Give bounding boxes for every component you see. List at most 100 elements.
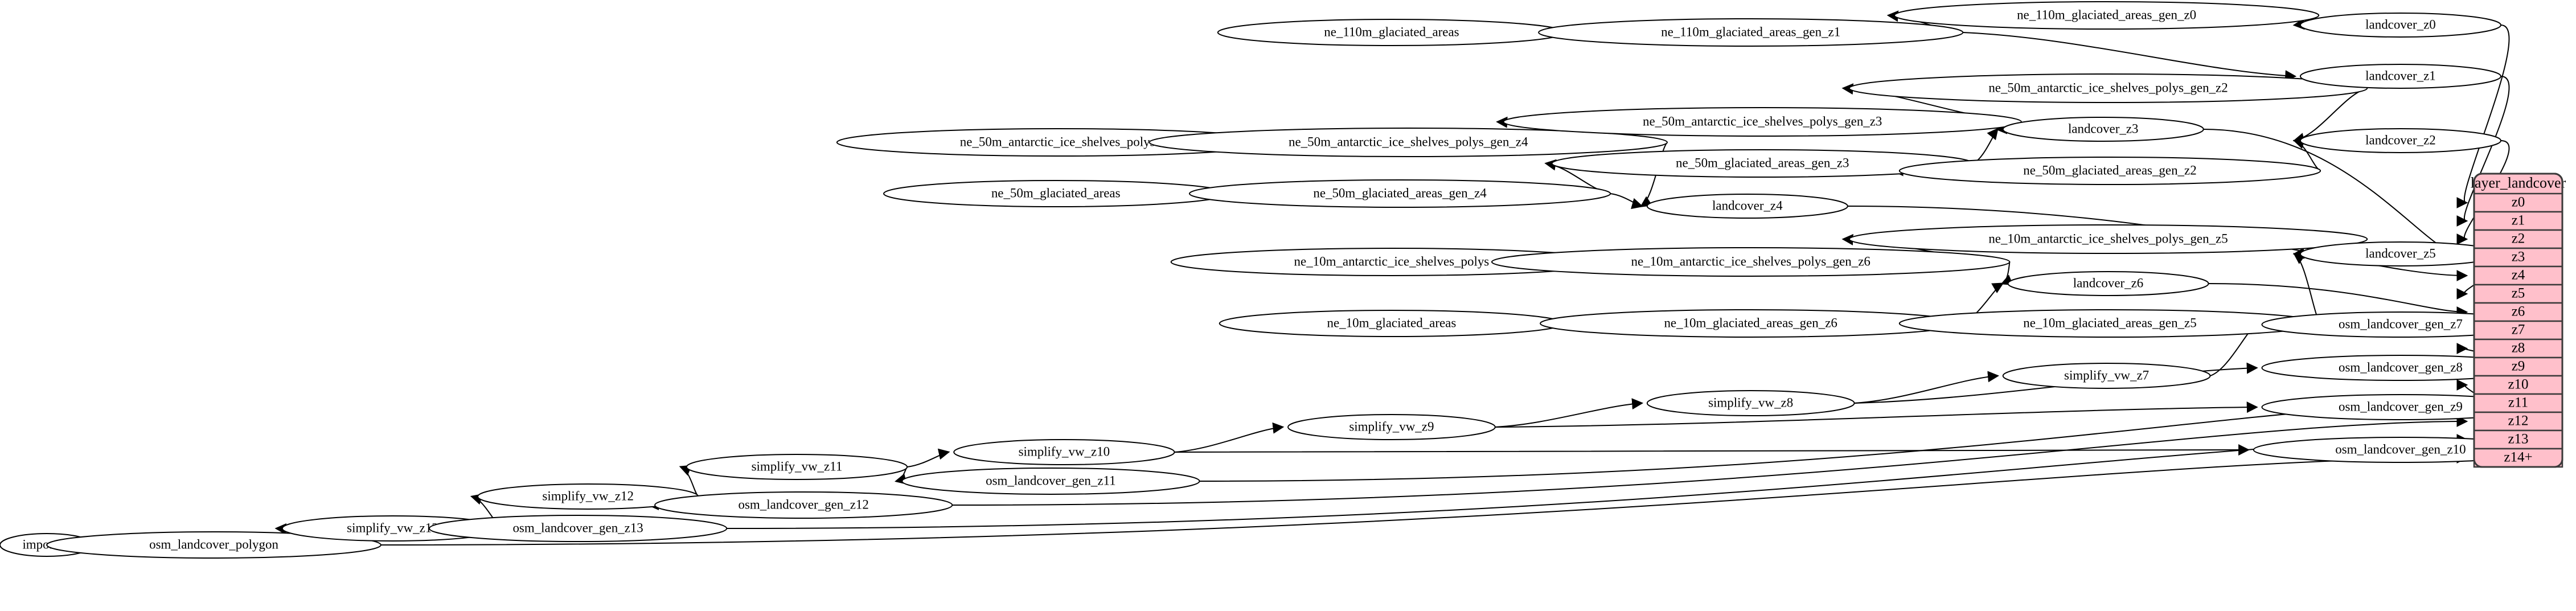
graph-node-osm_landcover_gen_z13[interactable]: osm_landcover_gen_z13 — [429, 515, 728, 542]
layer-table-row-z7[interactable] — [2473, 320, 2563, 341]
layer-table-row-z10[interactable] — [2473, 375, 2563, 395]
graph-edge-simplify_vw_z8--to--simplify_vw_z7 — [1854, 371, 2000, 404]
graph-node-ne_50m_glaciated_areas_gen_z2[interactable]: ne_50m_glaciated_areas_gen_z2 — [1898, 157, 2321, 185]
graph-node-ne_50m_antarctic_ice_shelves_polys_gen_z4[interactable]: ne_50m_antarctic_ice_shelves_polys_gen_z… — [1148, 128, 1668, 157]
node-shape — [953, 439, 1175, 465]
graph-edge-simplify_vw_z10--to--osm_landcover_gen_z10 — [1174, 444, 2250, 456]
graph-node-ne_50m_antarctic_ice_shelves_polys_gen_z2[interactable]: ne_50m_antarctic_ice_shelves_polys_gen_z… — [1848, 73, 2368, 103]
node-label: landcover_z6 — [2073, 276, 2144, 290]
graph-node-landcover_z5[interactable]: landcover_z5 — [2299, 241, 2501, 266]
node-label: osm_landcover_gen_z13 — [512, 520, 643, 535]
graph-node-ne_50m_antarctic_ice_shelves_polys_gen_z3[interactable]: ne_50m_antarctic_ice_shelves_polys_gen_z… — [1503, 107, 2022, 137]
node-label: ne_10m_antarctic_ice_shelves_polys_gen_z… — [1988, 231, 2228, 245]
graph-node-ne_110m_glaciated_areas_gen_z1[interactable]: ne_110m_glaciated_areas_gen_z1 — [1538, 18, 1964, 47]
graph-node-landcover_z4[interactable]: landcover_z4 — [1646, 194, 1848, 219]
node-shape — [1287, 414, 1496, 440]
layer-landcover-table: layer_landcoverz0z1z2z3z4z5z6z7z8z9z10z1… — [2471, 173, 2566, 468]
graph-node-simplify_vw_z9[interactable]: simplify_vw_z9 — [1287, 414, 1496, 440]
layer-table-cell-z6: z6 — [2512, 304, 2525, 319]
node-label: ne_50m_glaciated_areas — [991, 186, 1121, 200]
node-label: ne_50m_antarctic_ice_shelves_polys_gen_z… — [1988, 80, 2228, 95]
layer-table-cell-z10: z10 — [2508, 377, 2528, 392]
graph-edge-ne_50m_glaciated_areas_gen_z3--to--landcover_z3 — [1972, 128, 1999, 164]
graph-node-ne_110m_glaciated_areas[interactable]: ne_110m_glaciated_areas — [1217, 19, 1566, 46]
graph-node-ne_10m_antarctic_ice_shelves_polys_gen_z6[interactable]: ne_10m_antarctic_ice_shelves_polys_gen_z… — [1491, 247, 2011, 277]
graph-node-osm_landcover_gen_z9[interactable]: osm_landcover_gen_z9 — [2261, 394, 2540, 420]
node-shape — [1491, 247, 2011, 277]
node-label: simplify_vw_z9 — [1349, 419, 1434, 433]
node-shape — [654, 491, 953, 519]
graph-edge-osm_landcover_polygon--to--layer_landcover-z14+ — [380, 452, 2468, 546]
graph-node-osm_landcover_gen_z7[interactable]: osm_landcover_gen_z7 — [2261, 311, 2540, 338]
graph-node-landcover_z1[interactable]: landcover_z1 — [2299, 64, 2501, 89]
graph-node-osm_landcover_gen_z12[interactable]: osm_landcover_gen_z12 — [654, 491, 953, 519]
node-shape — [1893, 1, 2320, 30]
node-label: landcover_z2 — [2365, 133, 2436, 147]
graph-edge-simplify_vw_z9--to--simplify_vw_z8 — [1495, 398, 1644, 428]
layer-table-cell-z9: z9 — [2512, 359, 2525, 374]
graph-edge-ne_110m_glaciated_areas_gen_z1--to--landcover_z1 — [1963, 32, 2297, 82]
graph-node-osm_landcover_gen_z8[interactable]: osm_landcover_gen_z8 — [2261, 355, 2540, 381]
graph-node-ne_10m_glaciated_areas[interactable]: ne_10m_glaciated_areas — [1219, 310, 1565, 337]
layer-table-cell-z7: z7 — [2512, 322, 2525, 338]
graph-edge-osm_landcover_gen_z12--to--layer_landcover-z12 — [952, 416, 2468, 506]
node-label: ne_10m_antarctic_ice_shelves_polys_gen_z… — [1631, 254, 1870, 268]
node-label: ne_10m_glaciated_areas_gen_z5 — [2023, 315, 2196, 330]
node-label: ne_50m_glaciated_areas_gen_z4 — [1313, 186, 1487, 200]
layer-table-cell-z5: z5 — [2512, 286, 2525, 301]
graph-node-ne_10m_antarctic_ice_shelves_polys[interactable]: ne_10m_antarctic_ice_shelves_polys — [1170, 248, 1613, 276]
layer-table-cell-z13: z13 — [2508, 432, 2528, 447]
layer-table-cell-z8: z8 — [2512, 341, 2525, 356]
node-label: ne_50m_glaciated_areas_gen_z3 — [1676, 155, 1849, 170]
node-label: landcover_z0 — [2365, 17, 2436, 31]
layer-table-cell-z14+: z14+ — [2504, 450, 2532, 465]
node-label: osm_landcover_gen_z12 — [739, 497, 869, 511]
node-shape — [686, 454, 908, 480]
graph-node-simplify_vw_z11[interactable]: simplify_vw_z11 — [686, 454, 908, 480]
node-shape — [2007, 271, 2209, 296]
node-shape — [1188, 179, 1611, 208]
graph-node-ne_10m_antarctic_ice_shelves_polys_gen_z5[interactable]: ne_10m_antarctic_ice_shelves_polys_gen_z… — [1848, 224, 2368, 254]
graph-edge-simplify_vw_z10--to--simplify_vw_z9 — [1174, 422, 1285, 453]
graph-node-osm_landcover_gen_z11[interactable]: osm_landcover_gen_z11 — [901, 468, 1200, 495]
graph-node-ne_50m_glaciated_areas[interactable]: ne_50m_glaciated_areas — [883, 180, 1229, 207]
graph-node-ne_50m_glaciated_areas_gen_z3[interactable]: ne_50m_glaciated_areas_gen_z3 — [1551, 149, 1974, 178]
node-shape — [2299, 64, 2501, 89]
graph-node-landcover_z2[interactable]: landcover_z2 — [2299, 128, 2501, 153]
graph-node-ne_10m_glaciated_areas_gen_z5[interactable]: ne_10m_glaciated_areas_gen_z5 — [1898, 309, 2321, 338]
graph-node-landcover_z3[interactable]: landcover_z3 — [2002, 117, 2204, 142]
node-shape — [1848, 224, 2368, 254]
node-label: osm_landcover_gen_z9 — [2339, 399, 2463, 413]
node-shape — [429, 515, 728, 542]
graph-node-simplify_vw_z7[interactable]: simplify_vw_z7 — [2002, 363, 2211, 389]
node-label: simplify_vw_z10 — [1019, 444, 1110, 458]
node-shape — [1148, 128, 1668, 157]
layer-table-cell-z3: z3 — [2512, 249, 2525, 265]
graph-node-simplify_vw_z10[interactable]: simplify_vw_z10 — [953, 439, 1175, 465]
node-shape — [1538, 18, 1964, 47]
layer-table-cell-z1: z1 — [2512, 213, 2525, 228]
layer-table-cell-z0: z0 — [2512, 195, 2525, 210]
node-label: landcover_z1 — [2365, 68, 2436, 83]
node-label: ne_50m_glaciated_areas_gen_z2 — [2023, 163, 2196, 177]
graph-node-ne_50m_antarctic_ice_shelves_polys[interactable]: ne_50m_antarctic_ice_shelves_polys — [836, 128, 1279, 157]
node-shape — [46, 531, 382, 559]
graph-edge-simplify_vw_z11--to--simplify_vw_z10 — [906, 448, 950, 468]
layer-table-row-z5[interactable] — [2473, 284, 2563, 304]
layer-table-outline — [2473, 173, 2563, 468]
node-shape — [1646, 390, 1855, 416]
graph-node-simplify_vw_z8[interactable]: simplify_vw_z8 — [1646, 390, 1855, 416]
graph-node-ne_110m_glaciated_areas_gen_z0[interactable]: ne_110m_glaciated_areas_gen_z0 — [1893, 1, 2320, 30]
layer-table-cell-z11: z11 — [2508, 395, 2528, 411]
node-label: landcover_z4 — [1712, 198, 1783, 212]
graph-node-landcover_z6[interactable]: landcover_z6 — [2007, 271, 2209, 296]
node-label: ne_50m_antarctic_ice_shelves_polys_gen_z… — [1289, 134, 1528, 149]
graph-node-ne_50m_glaciated_areas_gen_z4[interactable]: ne_50m_glaciated_areas_gen_z4 — [1188, 179, 1611, 208]
graph-node-osm_landcover_polygon[interactable]: osm_landcover_polygon — [46, 531, 382, 559]
node-label: ne_10m_glaciated_areas_gen_z6 — [1664, 315, 1837, 330]
node-label: simplify_vw_z12 — [542, 489, 634, 503]
node-label: ne_110m_glaciated_areas — [1324, 24, 1459, 39]
graph-node-landcover_z0[interactable]: landcover_z0 — [2299, 13, 2501, 38]
graph-node-ne_10m_glaciated_areas_gen_z6[interactable]: ne_10m_glaciated_areas_gen_z6 — [1540, 309, 1962, 338]
